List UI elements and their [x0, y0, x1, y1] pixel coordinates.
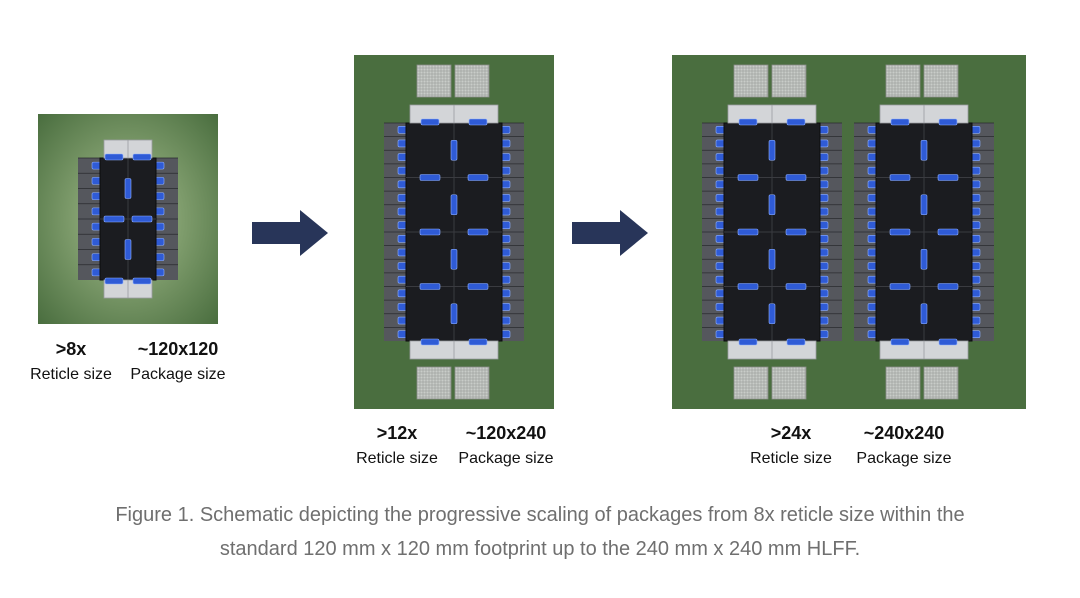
interconnect-bridge: [737, 283, 759, 290]
interconnect-bridge: [450, 194, 458, 216]
interconnect-bridge: [738, 338, 758, 346]
interconnect-bridge: [124, 239, 132, 260]
memory-module: [771, 366, 807, 400]
reticle-size-label: >24x Reticle size: [742, 422, 840, 470]
interconnect-bridge: [920, 139, 928, 161]
package-size-caption: Package size: [458, 450, 554, 467]
interconnect-bridge: [737, 174, 759, 181]
interconnect-bridge: [890, 118, 910, 126]
reticle-size-label: >8x Reticle size: [22, 338, 120, 386]
interconnect-bridge: [104, 277, 124, 285]
interconnect-bridge: [786, 338, 806, 346]
memory-module: [454, 64, 490, 98]
interconnect-bridge: [889, 228, 911, 236]
caption-line-1: Figure 1. Schematic depicting the progre…: [115, 504, 965, 526]
memory-module: [923, 366, 959, 400]
interconnect-bridge: [938, 118, 958, 126]
interconnect-bridge: [467, 174, 489, 181]
interconnect-bridge: [468, 338, 488, 346]
interconnect-bridge: [419, 174, 441, 181]
interconnect-bridge: [450, 139, 458, 161]
interconnect-bridge: [889, 283, 911, 290]
interconnect-bridge: [768, 248, 776, 270]
reticle-size-caption: Reticle size: [750, 450, 832, 467]
interconnect-bridge: [468, 118, 488, 126]
package-size-caption: Package size: [856, 450, 952, 467]
reticle-size-caption: Reticle size: [356, 450, 438, 467]
memory-module: [771, 64, 807, 98]
reticle-size-label: >12x Reticle size: [348, 422, 446, 470]
package-size-label: ~240x240 Package size: [850, 422, 958, 470]
interconnect-bridge: [786, 118, 806, 126]
interconnect-bridge: [768, 303, 776, 325]
interconnect-bridge: [131, 215, 153, 223]
package-size-value: ~120x240: [465, 423, 547, 443]
interconnect-bridge: [920, 303, 928, 325]
package-size-value: ~240x240: [863, 423, 945, 443]
package-small-diagram: [38, 114, 218, 324]
interconnect-bridge: [937, 174, 959, 181]
interconnect-bridge: [737, 228, 759, 236]
memory-module: [885, 64, 921, 98]
memory-module: [733, 366, 769, 400]
interconnect-bridge: [785, 174, 807, 181]
memory-module: [416, 64, 452, 98]
interconnect-bridge: [785, 228, 807, 236]
memory-module: [923, 64, 959, 98]
interconnect-bridge: [420, 118, 440, 126]
interconnect-bridge: [132, 153, 152, 161]
figure-caption: Figure 1. Schematic depicting the progre…: [0, 498, 1080, 566]
reticle-size-value: >8x: [55, 339, 87, 359]
memory-module: [416, 366, 452, 400]
interconnect-bridge: [768, 194, 776, 216]
interconnect-bridge: [768, 139, 776, 161]
reticle-size-caption: Reticle size: [30, 366, 112, 383]
interconnect-bridge: [937, 283, 959, 290]
interconnect-bridge: [450, 248, 458, 270]
interconnect-bridge: [890, 338, 910, 346]
interconnect-bridge: [103, 215, 125, 223]
memory-module: [885, 366, 921, 400]
interconnect-bridge: [420, 338, 440, 346]
memory-module: [454, 366, 490, 400]
interconnect-bridge: [419, 283, 441, 290]
interconnect-bridge: [124, 178, 132, 199]
interconnect-bridge: [785, 283, 807, 290]
interconnect-bridge: [920, 194, 928, 216]
interconnect-bridge: [419, 228, 441, 236]
reticle-size-value: >12x: [376, 423, 418, 443]
package-size-label: ~120x120 Package size: [124, 338, 232, 386]
interconnect-bridge: [104, 153, 124, 161]
package-size-caption: Package size: [130, 366, 226, 383]
interconnect-bridge: [920, 248, 928, 270]
interconnect-bridge: [738, 118, 758, 126]
interconnect-bridge: [132, 277, 152, 285]
caption-line-2: standard 120 mm x 120 mm footprint up to…: [219, 538, 861, 560]
interconnect-bridge: [467, 283, 489, 290]
interconnect-bridge: [889, 174, 911, 181]
package-size-value: ~120x120: [137, 339, 219, 359]
reticle-size-value: >24x: [770, 423, 812, 443]
interconnect-bridge: [450, 303, 458, 325]
memory-module: [733, 64, 769, 98]
package-large-diagram: [672, 55, 1026, 409]
interconnect-bridge: [938, 338, 958, 346]
arrow-right-icon: [572, 210, 648, 256]
package-size-label: ~120x240 Package size: [452, 422, 560, 470]
interconnect-bridge: [937, 228, 959, 236]
package-medium-diagram: [354, 55, 554, 409]
interconnect-bridge: [467, 228, 489, 236]
arrow-right-icon: [252, 210, 328, 256]
